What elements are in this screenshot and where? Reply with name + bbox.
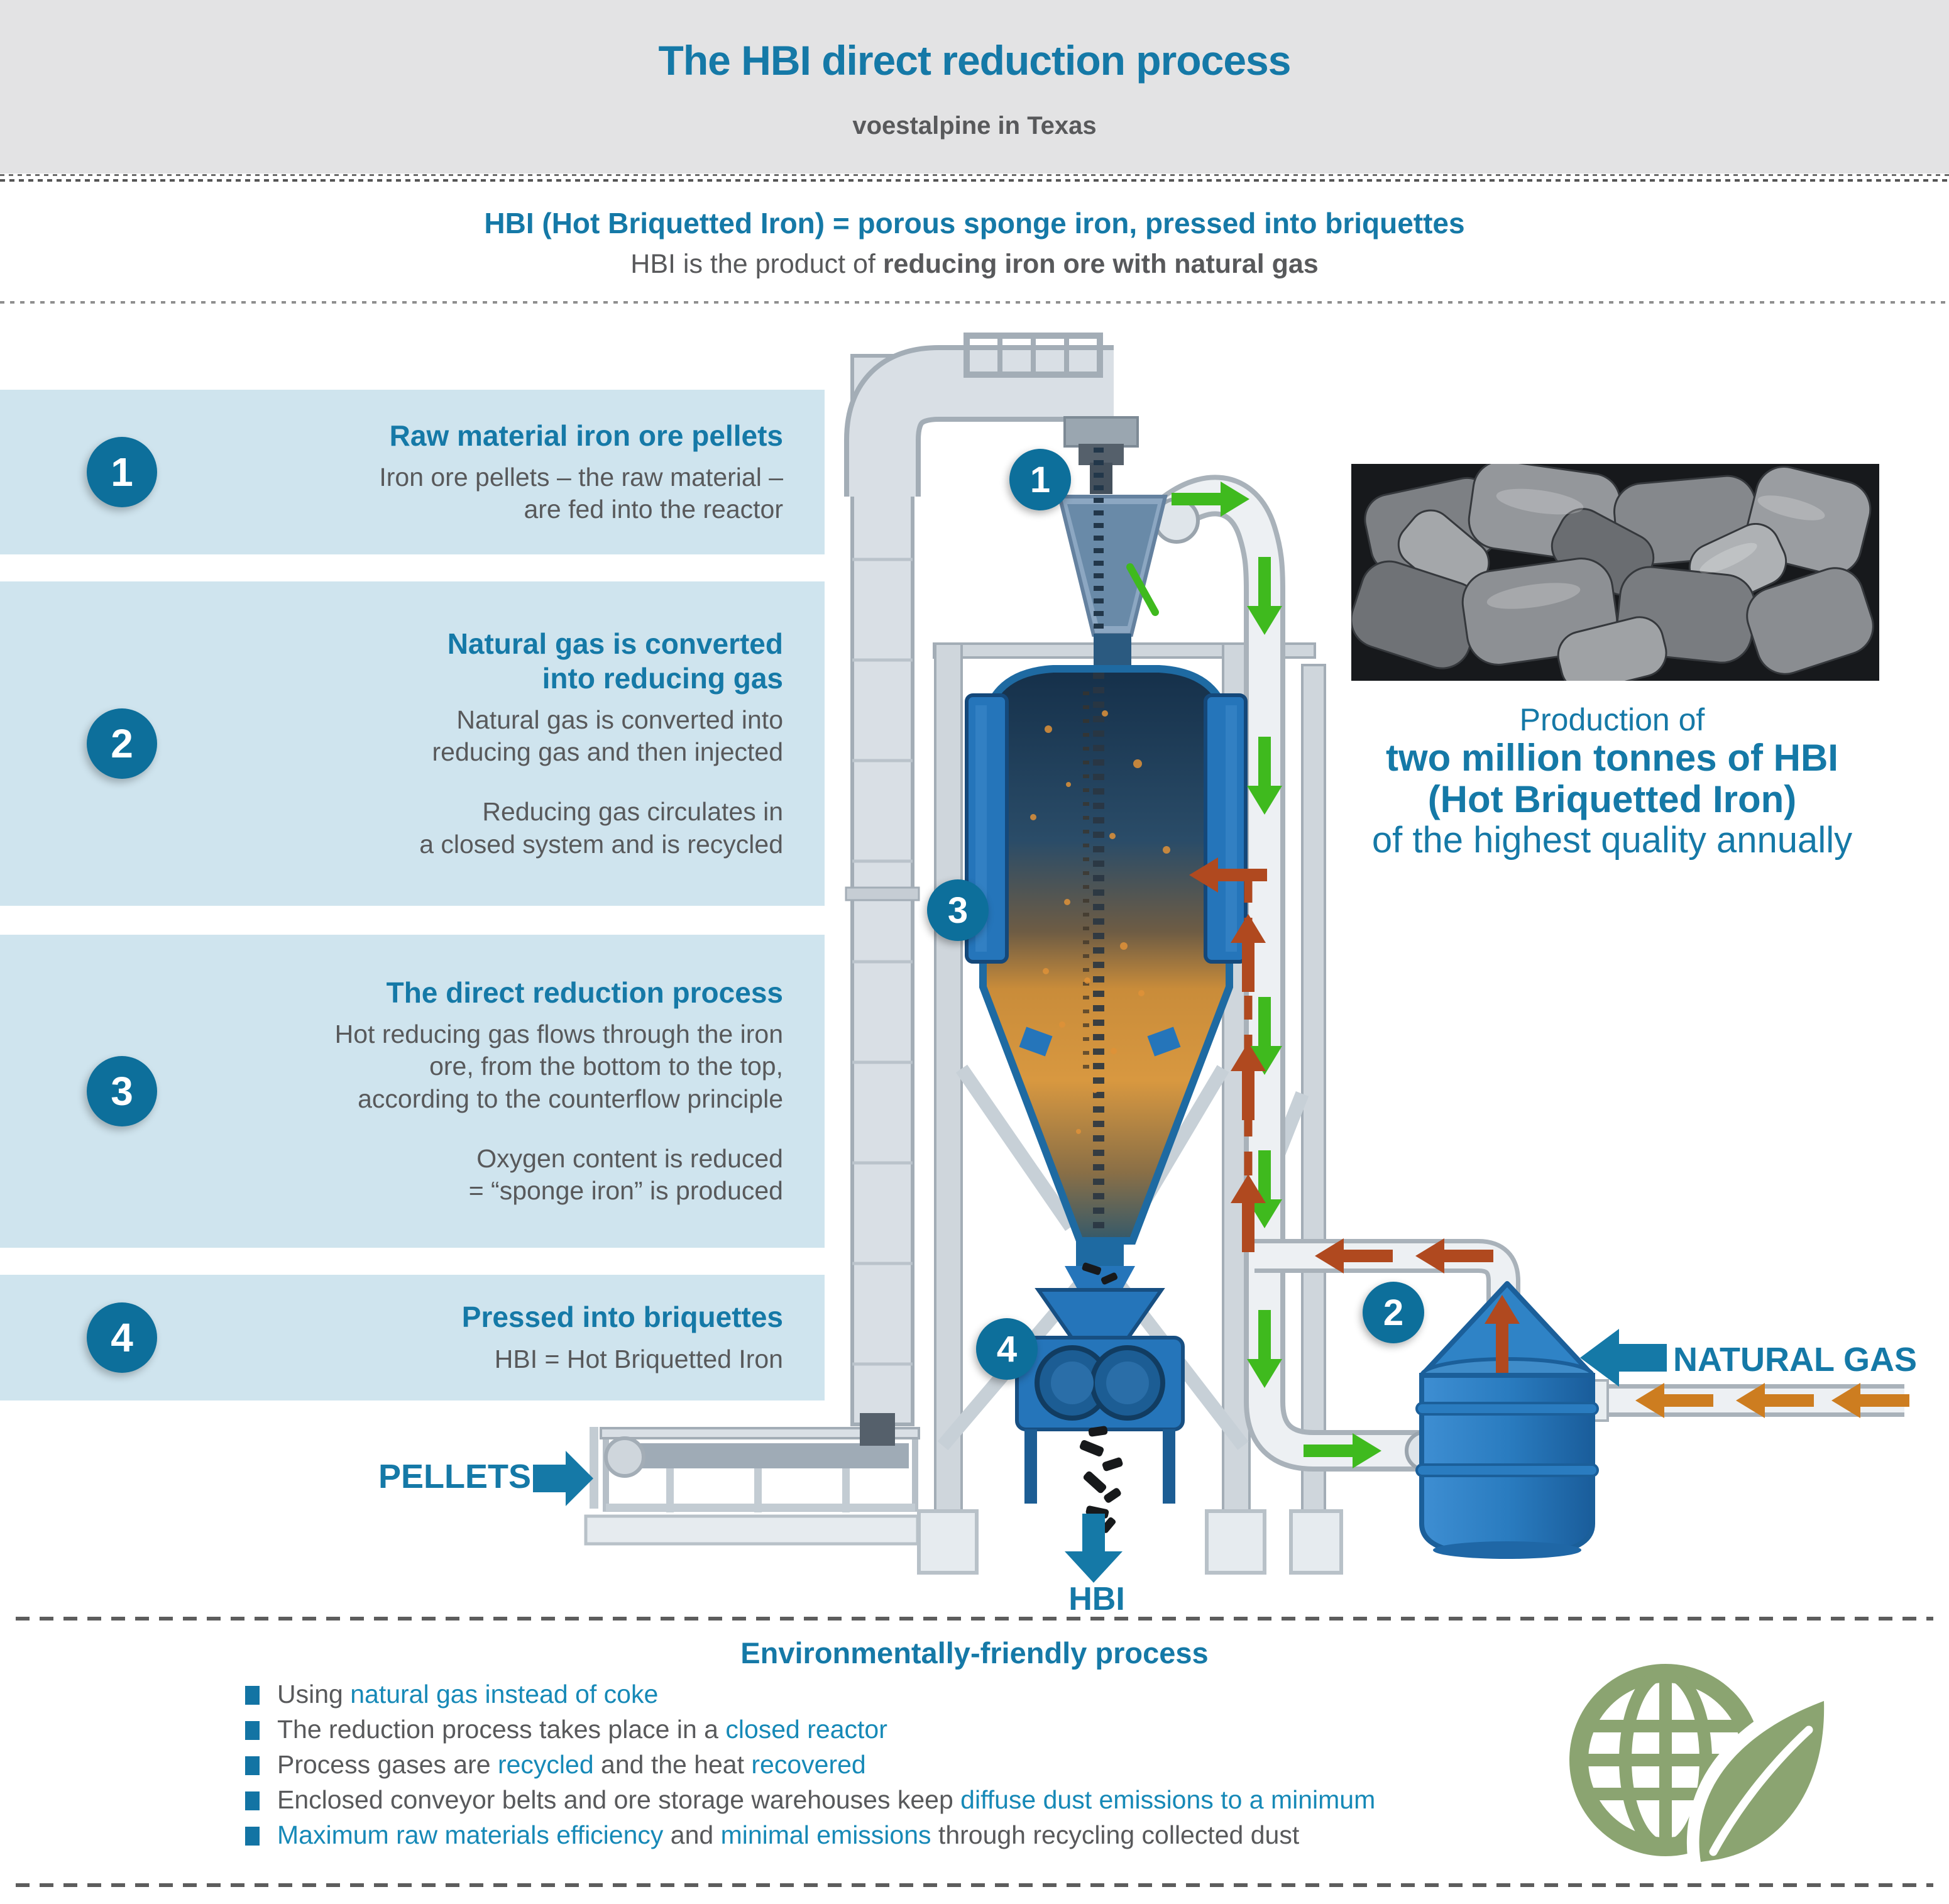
text-segment: HBI is the product of xyxy=(630,249,883,279)
step-title: The direct reduction process xyxy=(386,976,783,1009)
bullet-square-icon xyxy=(245,1756,260,1775)
step-text: Raw material iron ore pellets Iron ore p… xyxy=(379,419,825,526)
bullet-text: Process gases are recycled and the heat … xyxy=(277,1750,866,1780)
environment-bullet-list: Using natural gas instead of coke The re… xyxy=(245,1680,1540,1856)
eco-globe-icon xyxy=(1569,1664,1842,1880)
production-line-2: two million tonnes of HBI xyxy=(1386,737,1838,779)
hot-particles xyxy=(1030,710,1170,1134)
step-box-3: 3 The direct reduction process Hot reduc… xyxy=(0,935,825,1248)
text-segment: diffuse dust emissions to a minimum xyxy=(960,1785,1376,1814)
text-segment: recycled xyxy=(497,1750,594,1779)
bullet-text: The reduction process takes place in a c… xyxy=(277,1715,887,1744)
step-paragraph: HBI = Hot Briquetted Iron xyxy=(494,1344,783,1373)
step-title: Pressed into briquettes xyxy=(461,1301,783,1334)
natural-gas-label-arrow xyxy=(1580,1329,1667,1387)
step-text: The direct reduction process Hot reducin… xyxy=(335,976,825,1208)
hbi-label: HBI xyxy=(1068,1581,1125,1617)
bullet-text: Enclosed conveyor belts and ore storage … xyxy=(277,1785,1375,1815)
bullet-item: Process gases are recycled and the heat … xyxy=(245,1750,1540,1785)
separator-footer xyxy=(16,1883,1933,1887)
natural-gas-label: NATURAL GAS xyxy=(1673,1341,1917,1378)
hbi-briquettes-photo xyxy=(1351,464,1879,681)
text-segment: Enclosed conveyor belts and ore storage … xyxy=(277,1785,961,1814)
bullet-item: Using natural gas instead of coke xyxy=(245,1680,1540,1715)
step-text: Pressed into briquettes HBI = Hot Brique… xyxy=(462,1300,825,1375)
text-segment: through recycling collected dust xyxy=(931,1820,1300,1849)
step-paragraph: Oxygen content is reduced = “sponge iron… xyxy=(468,1143,783,1205)
diagram-badge-4: 4 xyxy=(976,1318,1038,1380)
step-paragraph: Hot reducing gas flows through the iron … xyxy=(334,1020,783,1113)
text-segment: recovered xyxy=(751,1750,866,1779)
production-line-1: Production of xyxy=(1519,702,1705,737)
page-title: The HBI direct reduction process xyxy=(658,37,1292,84)
step-number-badge: 2 xyxy=(87,708,157,779)
text-segment: minimal emissions xyxy=(720,1820,931,1849)
intro-definition: HBI (Hot Briquetted Iron) = porous spong… xyxy=(484,207,1465,239)
text-segment: reducing iron ore with natural gas xyxy=(882,249,1319,279)
separator-environment xyxy=(16,1617,1933,1621)
bullet-square-icon xyxy=(245,1791,260,1810)
step-number-badge: 3 xyxy=(87,1056,157,1126)
production-line-3: (Hot Briquetted Iron) xyxy=(1427,778,1797,820)
diagram-badge-3: 3 xyxy=(927,879,989,941)
production-line-4: of the highest quality annually xyxy=(1371,820,1853,861)
briquettes-photo-art xyxy=(1351,464,1879,681)
bullet-square-icon xyxy=(245,1686,260,1705)
bullet-text: Maximum raw materials efficiency and min… xyxy=(277,1820,1299,1850)
separator-intro xyxy=(0,301,1949,304)
text-segment: and the heat xyxy=(593,1750,752,1779)
pellets-label-arrow xyxy=(533,1451,593,1506)
reduction-reactor xyxy=(965,495,1248,1291)
diagram-badge-1: 1 xyxy=(1009,449,1071,510)
step-paragraph: Natural gas is converted into reducing g… xyxy=(432,705,783,767)
step-box-4: 4 Pressed into briquettes HBI = Hot Briq… xyxy=(0,1275,825,1400)
text-segment: closed reactor xyxy=(725,1715,887,1744)
bullet-item: Maximum raw materials efficiency and min… xyxy=(245,1820,1540,1856)
pellet-stream xyxy=(1083,448,1104,1232)
conveyor-tower xyxy=(844,333,1139,1446)
diagram-badge-2: 2 xyxy=(1363,1282,1424,1343)
text-segment: natural gas instead of coke xyxy=(350,1680,659,1709)
page-subtitle: voestalpine in Texas xyxy=(852,112,1097,140)
falling-briquettes xyxy=(1079,1262,1123,1533)
step-title: Raw material iron ore pellets xyxy=(389,419,783,452)
step-number-badge: 4 xyxy=(87,1302,157,1373)
intro-description: HBI is the product of reducing iron ore … xyxy=(0,249,1949,280)
bullet-square-icon xyxy=(245,1827,260,1846)
separator-header xyxy=(0,174,1949,182)
pellet-conveyor xyxy=(584,1427,920,1546)
bullet-item: The reduction process takes place in a c… xyxy=(245,1715,1540,1750)
bullet-square-icon xyxy=(245,1721,260,1740)
injection-lance xyxy=(1126,563,1159,616)
hbi-label-arrow xyxy=(1065,1514,1123,1583)
bullet-item: Enclosed conveyor belts and ore storage … xyxy=(245,1785,1540,1820)
step-title: Natural gas is converted into reducing g… xyxy=(447,627,783,695)
text-segment: and xyxy=(663,1820,721,1849)
environment-heading: Environmentally-friendly process xyxy=(740,1636,1209,1670)
text-segment: Process gases are xyxy=(277,1750,498,1779)
step-box-1: 1 Raw material iron ore pellets Iron ore… xyxy=(0,390,825,554)
step-paragraph: Iron ore pellets – the raw material – ar… xyxy=(379,462,783,524)
bullet-text: Using natural gas instead of coke xyxy=(277,1680,658,1709)
step-paragraph: Reducing gas circulates in a closed syst… xyxy=(419,797,783,859)
step-text: Natural gas is converted into reducing g… xyxy=(419,627,825,861)
step-number-badge: 1 xyxy=(87,437,157,507)
text-segment: Using xyxy=(277,1680,351,1709)
production-claim: Production of two million tonnes of HBI … xyxy=(1295,703,1930,861)
pellets-label: PELLETS xyxy=(378,1458,531,1495)
text-segment: Maximum raw materials efficiency xyxy=(277,1820,664,1849)
text-segment: The reduction process takes place in a xyxy=(277,1715,726,1744)
step-box-2: 2 Natural gas is converted into reducing… xyxy=(0,581,825,906)
briquetting-press xyxy=(1015,1288,1185,1504)
header-band xyxy=(0,0,1949,173)
